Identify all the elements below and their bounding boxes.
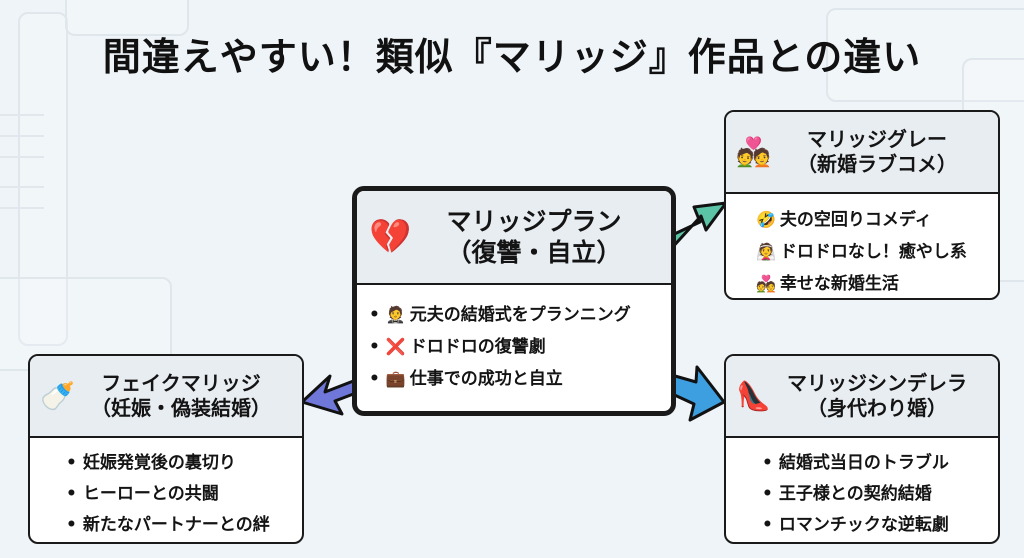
list-item: •新たなパートナーとの絆 [66, 515, 270, 535]
card-title: フェイクマリッジ （妊娠・偽装結婚） [91, 371, 271, 420]
card-header: 💑 マリッジグレー （新婚ラブコメ） [726, 112, 998, 194]
list-item: 💑幸せな新婚生活 [756, 268, 998, 298]
card-title: マリッジグレー （新婚ラブコメ） [797, 127, 957, 176]
list-item: •🤵元夫の結婚式をプランニング [369, 299, 671, 331]
list-item: •ヒーローとの共闘 [66, 484, 219, 504]
bride-icon: 👰 [756, 242, 776, 261]
cross-mark-icon: ❌ [385, 337, 406, 356]
card-fake-marriage: 🍼 フェイクマリッジ （妊娠・偽装結婚） •妊娠発覚後の裏切り •ヒーローとの共… [28, 354, 304, 544]
list-item: •ロマンチックな逆転劇 [762, 515, 949, 535]
briefcase-icon: 💼 [385, 369, 406, 388]
list-item: •妊娠発覚後の裏切り [66, 453, 236, 473]
background-window-decoration [826, 8, 1024, 102]
rolling-laughing-icon: 🤣 [756, 210, 776, 229]
arrow-bottom-left [300, 374, 358, 416]
page-title: 間違えやすい！類似『マリッジ』作品との違い [102, 35, 922, 79]
background-window-decoration [65, 0, 189, 36]
feature-list: 🤣夫の空回りコメディ 👰ドロドロなし！癒やし系 💑幸せな新婚生活 [726, 194, 998, 298]
card-marriage-cinderella: 👠 マリッジシンデレラ （身代わり婚） •結婚式当日のトラブル •王子様との契約… [724, 354, 1000, 544]
card-marriage-gray: 💑 マリッジグレー （新婚ラブコメ） 🤣夫の空回りコメディ 👰ドロドロなし！癒や… [724, 110, 1000, 300]
feature-list: •妊娠発覚後の裏切り •ヒーローとの共闘 •新たなパートナーとの絆 [30, 438, 302, 541]
broken-heart-icon: 💔 [369, 217, 412, 257]
background-line-decoration [0, 114, 44, 116]
background-line-decoration [0, 207, 44, 209]
couple-with-heart-icon: 💑 [736, 135, 771, 169]
feature-list: •🤵元夫の結婚式をプランニング •❌ドロドロの復讐劇 •💼仕事での成功と自立 [357, 285, 671, 395]
background-line-decoration [0, 135, 44, 137]
list-item: •💼仕事での成功と自立 [369, 363, 671, 395]
card-header: 💔 マリッジプラン （復讐・自立） [357, 191, 671, 285]
card-title: マリッジプラン （復讐・自立） [446, 206, 622, 267]
card-header: 🍼 フェイクマリッジ （妊娠・偽装結婚） [30, 356, 302, 438]
list-item: •王子様との契約結婚 [762, 484, 932, 504]
list-item: 🤣夫の空回りコメディ [756, 204, 998, 236]
background-window-decoration [18, 12, 68, 346]
background-line-decoration [0, 186, 44, 188]
arrow-bottom-right [666, 365, 726, 422]
list-item: •❌ドロドロの復讐劇 [369, 331, 671, 363]
high-heel-shoe-icon: 👠 [736, 379, 771, 413]
man-in-suit-icon: 🤵 [385, 305, 406, 324]
card-title: マリッジシンデレラ （身代わり婚） [787, 371, 967, 420]
background-line-decoration [0, 156, 44, 158]
baby-bottle-icon: 🍼 [40, 379, 75, 413]
feature-list: •結婚式当日のトラブル •王子様との契約結婚 •ロマンチックな逆転劇 [726, 438, 998, 541]
arrow-top-right [666, 201, 728, 252]
list-item: 👰ドロドロなし！癒やし系 [756, 236, 998, 268]
list-item: •結婚式当日のトラブル [762, 453, 949, 473]
main-card-marriage-plan: 💔 マリッジプラン （復讐・自立） •🤵元夫の結婚式をプランニング •❌ドロドロ… [352, 186, 676, 416]
couple-heart-icon: 💑 [756, 274, 776, 293]
card-header: 👠 マリッジシンデレラ （身代わり婚） [726, 356, 998, 438]
